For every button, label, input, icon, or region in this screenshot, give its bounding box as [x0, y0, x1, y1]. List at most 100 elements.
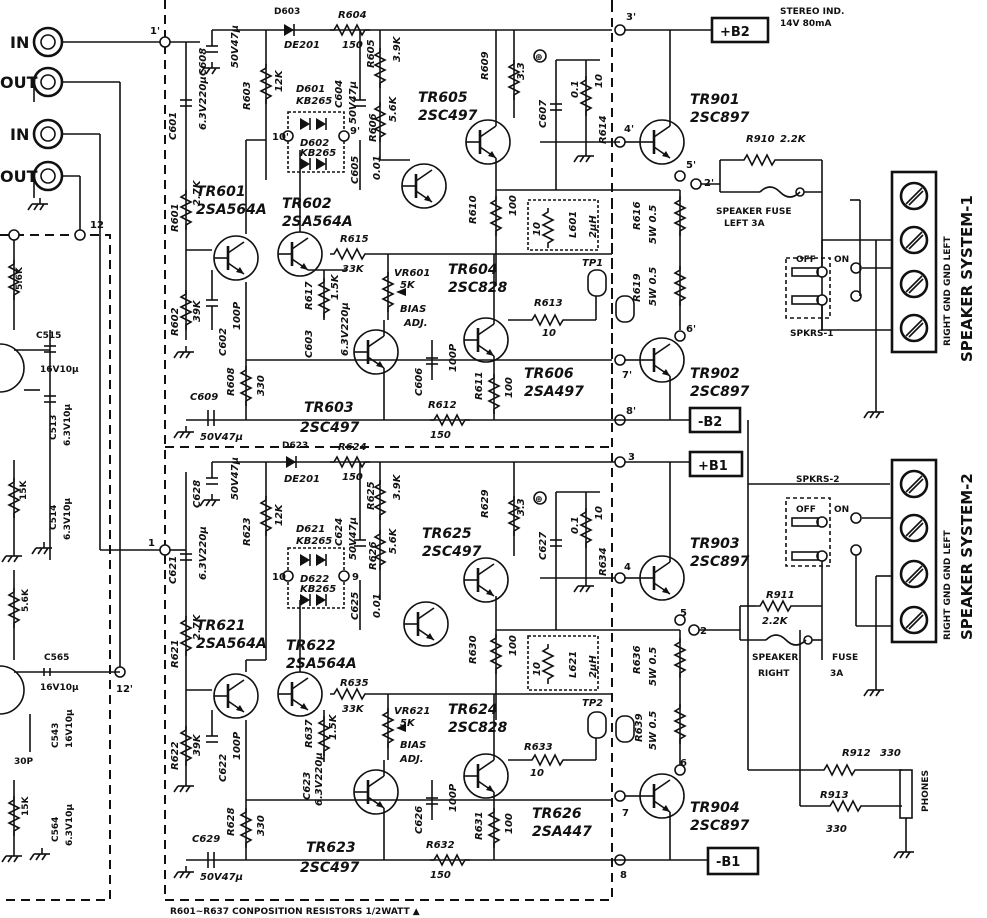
- r621-value: 2.7K: [192, 613, 203, 640]
- c629-label: C629: [192, 834, 220, 845]
- c622-value: 100P: [232, 731, 243, 760]
- jack-label-in-2: IN: [10, 125, 29, 144]
- r601-label: R601: [170, 203, 181, 232]
- r619-value: 5W 0.5: [648, 267, 659, 306]
- r602-label: R602: [170, 307, 181, 336]
- left-r2-label: 5.6K: [21, 588, 31, 612]
- r603-value: 12K: [274, 69, 285, 92]
- l601-label: L601: [568, 211, 579, 238]
- tr601-icon: [212, 234, 260, 282]
- r632-label: R632: [426, 840, 455, 851]
- r611-value: 100: [504, 377, 515, 398]
- node-12: 12: [90, 220, 104, 231]
- c623-label: C623: [302, 772, 313, 800]
- r913-value: 330: [826, 824, 847, 835]
- c604-label: C604: [334, 80, 345, 108]
- tr606-type: 2SA497: [524, 384, 584, 400]
- r613-value: 10: [542, 328, 556, 339]
- tr626-label: TR626: [532, 806, 582, 822]
- spkrs1-off: OFF: [796, 255, 816, 265]
- c608-label: C608: [198, 48, 209, 76]
- c627-value: 0.1: [570, 516, 581, 534]
- r605-label: R605: [366, 39, 377, 68]
- c565-label: C565: [44, 653, 69, 663]
- c628-value: 50V47μ: [230, 457, 241, 500]
- r635-label: R635: [340, 678, 369, 689]
- svg-text:⊕: ⊕: [535, 495, 543, 505]
- fuse-right-side: RIGHT: [758, 669, 790, 679]
- preamp-section: 12 12' 5.6K C515 16V10μ C513 6.3V10μ 15K…: [0, 220, 133, 901]
- tp1-label: TP1: [582, 258, 603, 269]
- r639-label: R639: [634, 713, 645, 742]
- fuse-right-label-b: FUSE: [832, 653, 858, 663]
- c515-label: C515: [36, 331, 61, 341]
- ground-icon: [31, 541, 53, 555]
- kb265a-label: KB265: [296, 96, 332, 107]
- tr624-type: 2SC828: [448, 720, 508, 736]
- tr622-icon: [276, 670, 324, 718]
- stereo-ind-line2: 14V 80mA: [780, 19, 832, 29]
- tr623-icon: [352, 768, 400, 816]
- spkrs1-switch[interactable]: [785, 257, 831, 319]
- tr621-type: 2SA564A: [196, 636, 267, 652]
- d621-type: KB265: [296, 536, 332, 547]
- node-10p: 10': [272, 132, 289, 143]
- d622-label: D622: [300, 574, 329, 585]
- node-3p: 3': [626, 12, 636, 23]
- b1-neg-box: [706, 846, 760, 876]
- r630-value: 100: [508, 635, 519, 656]
- r616-value: 5W 0.5: [648, 205, 659, 244]
- terminal-left-icon: [899, 469, 929, 499]
- vr601-adj: ADJ.: [403, 318, 428, 329]
- c515-value: 16V10μ: [40, 365, 79, 375]
- b2-neg-box: [688, 406, 742, 434]
- de201-lower-label: DE201: [284, 474, 320, 485]
- node-7p: 7': [622, 370, 632, 381]
- c606-value: 100P: [448, 343, 459, 372]
- tr624-icon: [462, 752, 510, 800]
- r636-value: 5W 0.5: [648, 647, 659, 686]
- tr-driver-lower-icon: [402, 600, 450, 648]
- r622-value: 39K: [192, 733, 203, 756]
- c621-label: C621: [168, 556, 179, 584]
- b2-pos-box: [710, 16, 770, 44]
- d601-icon: [299, 117, 311, 131]
- r910-label: R910: [746, 134, 775, 145]
- d601b-icon: [315, 117, 327, 131]
- spkrs2-switch[interactable]: [785, 497, 831, 567]
- r629-label: R629: [480, 489, 491, 518]
- r623-label: R623: [242, 517, 253, 546]
- c513-label: C513: [49, 415, 59, 440]
- ground-icon: [173, 779, 195, 793]
- spkrs1-on: ON: [834, 255, 849, 265]
- c629-value: 50V47μ: [200, 872, 243, 883]
- speaker-system-1-label: SPEAKER SYSTEM-1: [958, 195, 976, 362]
- r613-label: R613: [534, 298, 563, 309]
- phones-jack-icon[interactable]: [899, 769, 913, 819]
- speaker-switching: OFF ON SPKRS-1 SPKRS-2 OFF ON: [747, 170, 976, 770]
- tr903-icon: [638, 554, 686, 602]
- r623-value: 12K: [274, 503, 285, 526]
- svg-text:⊕: ⊕: [535, 53, 543, 63]
- r637-label: R637: [304, 719, 315, 748]
- r911-label: R911: [766, 590, 795, 601]
- tr904-label: TR904: [690, 800, 740, 816]
- jack-label-in-1: IN: [10, 33, 29, 52]
- b1-pos-box: [688, 450, 744, 478]
- d602b-icon: [315, 157, 327, 171]
- terminal-gnd-icon: [899, 513, 929, 543]
- ground-icon: [893, 845, 915, 859]
- spkrs2-on: ON: [834, 505, 849, 515]
- c543-label: C543: [51, 723, 61, 748]
- tr605-label: TR605: [418, 90, 468, 106]
- ground-icon: [1, 549, 23, 563]
- left-r-label: 5.6K: [15, 266, 25, 290]
- speaker-system-1-block: [890, 170, 938, 354]
- r624-label: R624: [338, 442, 367, 453]
- node-5: 5: [680, 608, 687, 619]
- c626-value: 100P: [448, 783, 459, 812]
- r912-value: 330: [880, 748, 901, 759]
- c564-label: C564: [51, 817, 61, 842]
- kb265b-label: KB265: [300, 148, 336, 159]
- spkrs1-label: SPKRS-1: [790, 329, 833, 339]
